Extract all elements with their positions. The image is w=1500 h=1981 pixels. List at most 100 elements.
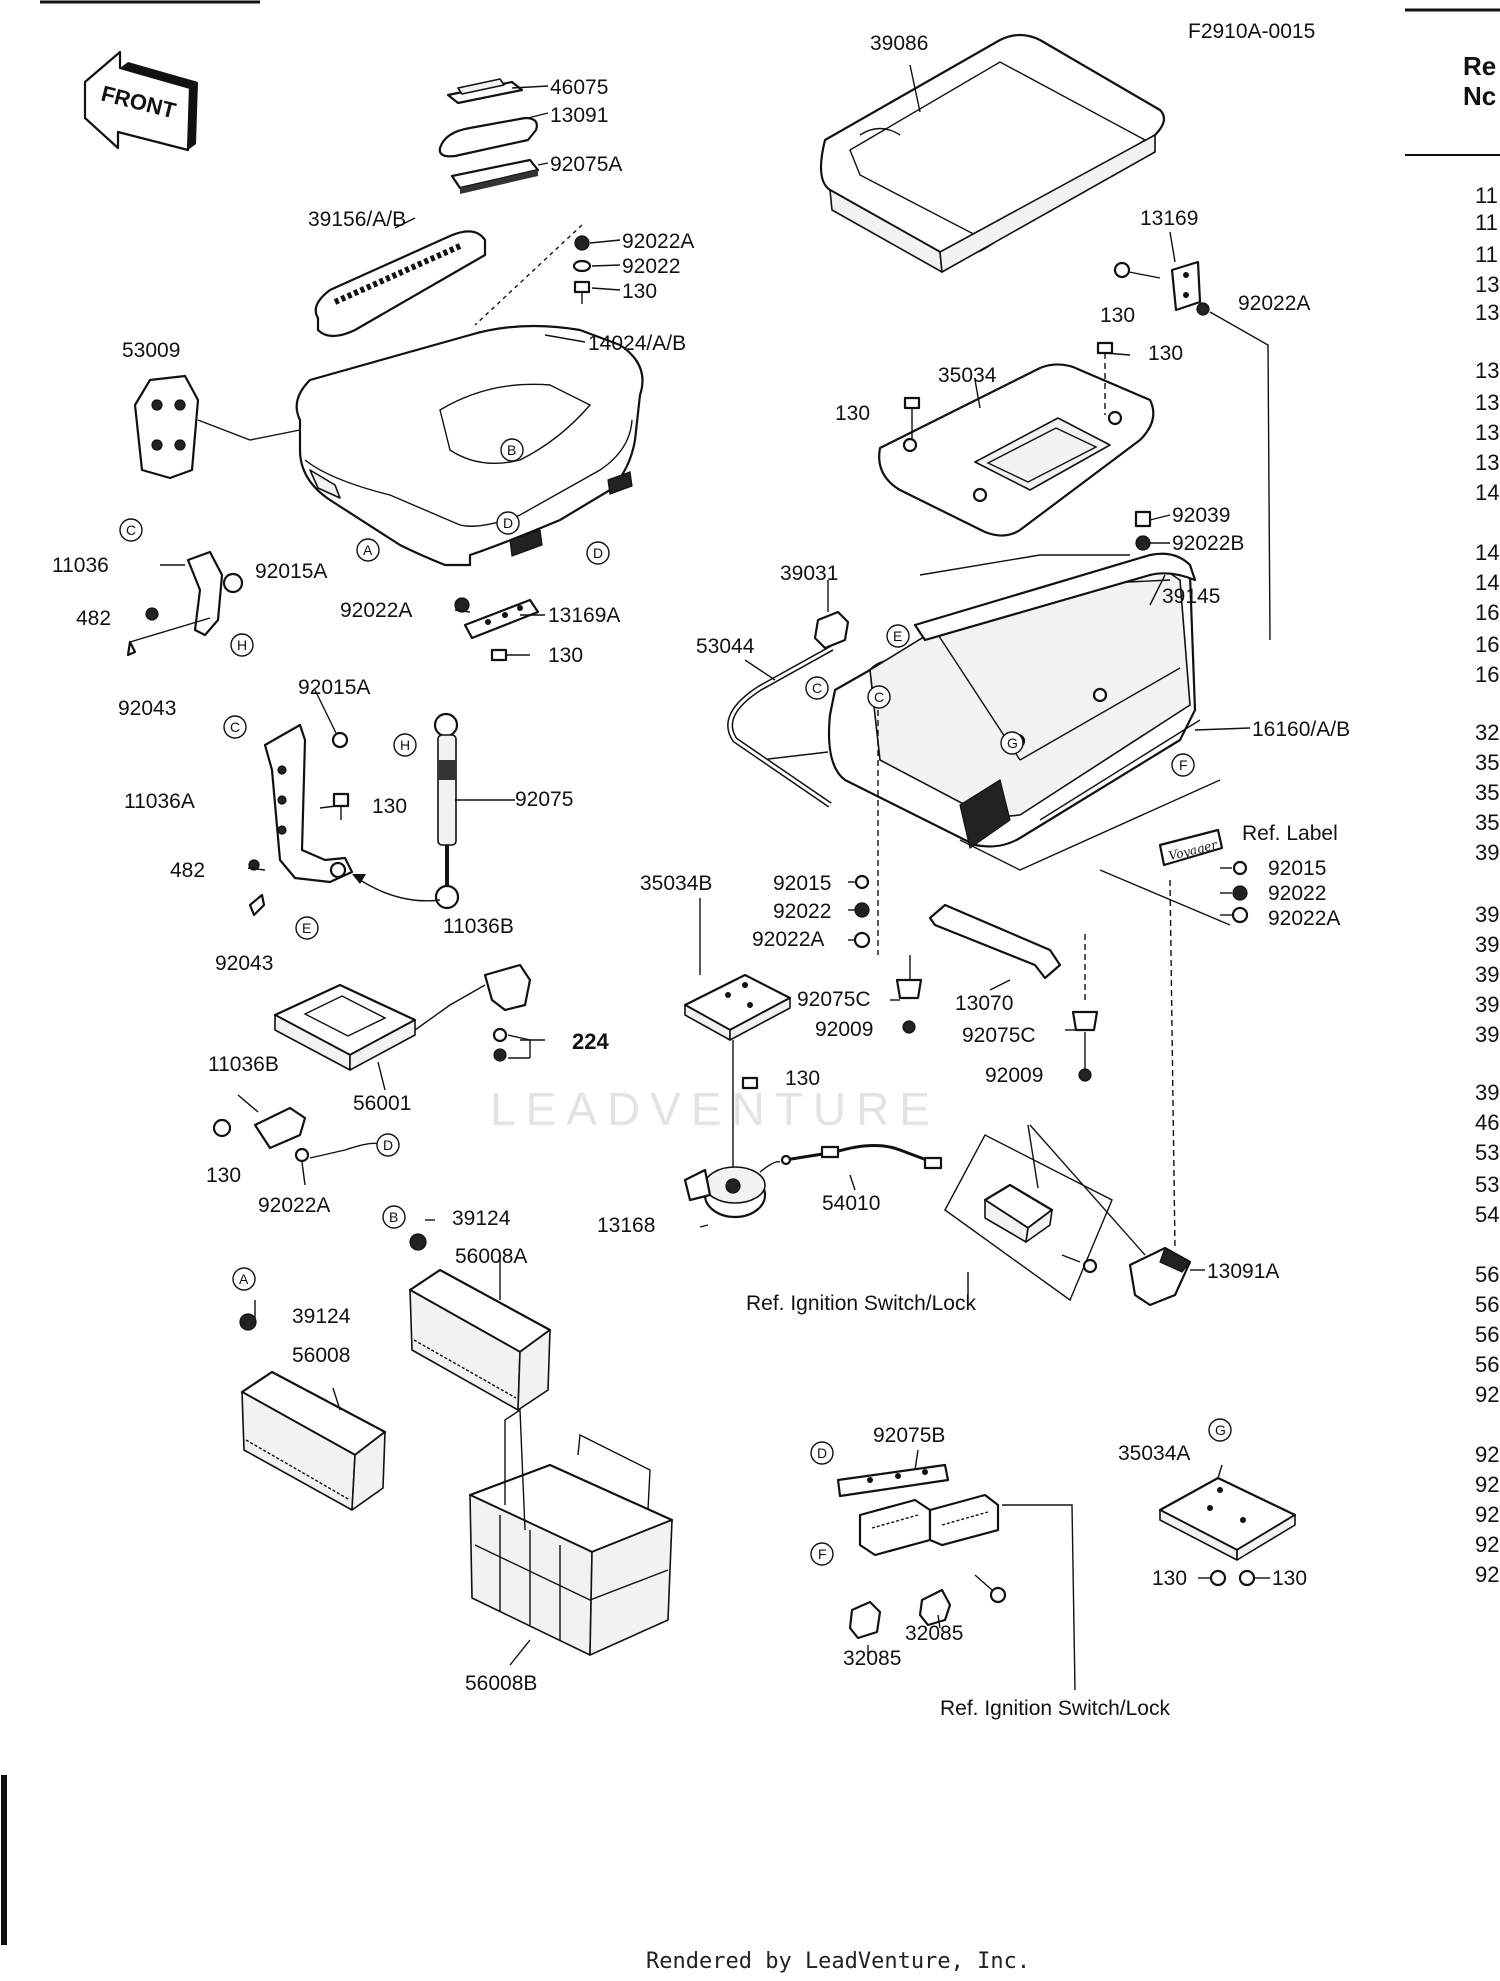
ref-row: 13 (1475, 272, 1499, 297)
svg-text:D: D (817, 1445, 827, 1461)
hardware-stack-top (572, 235, 592, 304)
callout-A-2: A (232, 1267, 256, 1291)
ref-row: 32 (1475, 720, 1499, 745)
label-16160: 16160/A/B (1252, 718, 1350, 741)
watermark: LEADVENTURE (490, 1083, 940, 1135)
label-92075C-2: 92075C (962, 1024, 1036, 1047)
part-56001-tray (273, 983, 486, 1071)
label-92022-2: 92022 (1268, 882, 1326, 905)
label-482-2: 482 (170, 859, 205, 882)
ref-row: 39 (1475, 840, 1499, 865)
svg-text:D: D (383, 1137, 393, 1153)
part-92075C-mount-2 (1071, 1010, 1099, 1082)
part-16160-box (759, 552, 1221, 871)
label-92039: 92039 (1172, 504, 1230, 527)
hardware-92039 (1040, 510, 1152, 556)
ignition-switch-panel (944, 1134, 1113, 1302)
ref-row: 16 (1475, 632, 1499, 657)
label-56008B: 56008B (465, 1672, 537, 1695)
svg-text:F: F (818, 1546, 827, 1562)
ref-row: 13 (1475, 358, 1499, 383)
label-224: 224 (572, 1029, 609, 1054)
part-11036A-bracket (248, 723, 354, 917)
part-11036B-upper (483, 963, 532, 1062)
label-54010: 54010 (822, 1192, 880, 1215)
label-39031: 39031 (780, 562, 838, 585)
callout-E-1: E (295, 916, 319, 940)
part-13169A-plate (454, 597, 540, 662)
svg-text:C: C (126, 522, 136, 538)
label-56008: 56008 (292, 1344, 350, 1367)
figure-code: F2910A-0015 (1188, 20, 1315, 43)
part-35034A-plate (1158, 1476, 1297, 1587)
ref-row: 11 (1475, 183, 1498, 208)
label-53044: 53044 (696, 635, 755, 658)
label-130-5: 130 (1100, 304, 1135, 327)
leader-lines (160, 64, 1270, 1666)
ref-row: 35 (1475, 780, 1499, 805)
ref-row: 53 (1475, 1172, 1499, 1197)
label-35034: 35034 (938, 364, 997, 387)
part-13168-latch (683, 1161, 781, 1219)
callouts: A B C D D H C H E D B A E C C G F D F G (119, 438, 1232, 1566)
label-92009-1: 92009 (815, 1018, 873, 1041)
ref-row: 11 (1475, 242, 1498, 267)
front-arrow-icon: FRONT (83, 50, 198, 152)
label-35034B: 35034B (640, 872, 712, 895)
label-32085-2: 32085 (843, 1647, 901, 1670)
label-92015-2: 92015 (773, 872, 831, 895)
part-13070-bracket (928, 903, 1062, 980)
part-lock-assembly (848, 1493, 1076, 1691)
footer-credit: Rendered by LeadVenture, Inc. (646, 1949, 1030, 1974)
label-130-6: 130 (1148, 342, 1183, 365)
label-92015-1: 92015 (1268, 857, 1326, 880)
callout-G-2: G (1208, 1418, 1232, 1442)
label-11036A: 11036A (124, 790, 195, 813)
label-14024: 14024/A/B (588, 332, 686, 355)
label-13168: 13168 (597, 1214, 655, 1237)
label-56001: 56001 (353, 1092, 411, 1115)
svg-text:C: C (230, 719, 240, 735)
hardware-center-stack (853, 874, 871, 949)
callout-C-3: C (805, 676, 829, 700)
part-39156-armrest (314, 230, 487, 338)
label-130-8: 130 (785, 1067, 820, 1090)
label-92022-1: 92022 (622, 255, 680, 278)
callout-C-4: C (867, 685, 891, 709)
ref-row: 39 (1475, 1022, 1499, 1047)
label-13169: 13169 (1140, 207, 1198, 230)
svg-text:F: F (1179, 757, 1188, 773)
label-130-10: 130 (1272, 1567, 1307, 1590)
label-92015A-1: 92015A (255, 560, 327, 583)
part-35034B-plate (683, 973, 792, 1200)
part-56008-tray (239, 1313, 387, 1511)
part-53009-bracket (133, 374, 301, 480)
svg-text:D: D (593, 545, 603, 561)
ref-row: 39 (1475, 962, 1499, 987)
ref-row: 35 (1475, 810, 1499, 835)
ref-row: 56 (1475, 1322, 1499, 1347)
label-92022A-2: 92022A (340, 599, 412, 622)
label-39145: 39145 (1162, 585, 1220, 608)
ref-header-1: Re (1463, 51, 1496, 81)
label-56008A: 56008A (455, 1245, 527, 1268)
label-13169A: 13169A (548, 604, 620, 627)
callout-E-2: E (886, 624, 910, 648)
callout-B-2: B (382, 1205, 406, 1229)
svg-text:B: B (507, 442, 516, 458)
part-14024-seat (295, 324, 644, 567)
label-92075B: 92075B (873, 1424, 945, 1447)
ref-row: 92 (1475, 1562, 1499, 1587)
label-92022A-3: 92022A (258, 1194, 330, 1217)
part-39086-tray (819, 33, 1166, 273)
ref-row: 14 (1475, 540, 1499, 565)
callout-B-1: B (500, 438, 524, 462)
ref-row: 92 (1475, 1382, 1499, 1407)
part-13091-pad (438, 116, 538, 158)
label-92022A-1: 92022A (622, 230, 694, 253)
label-92075: 92075 (515, 788, 573, 811)
svg-text:G: G (1215, 1422, 1226, 1438)
ref-row: 56 (1475, 1292, 1499, 1317)
ref-row: 16 (1475, 662, 1499, 687)
label-92022A-4: 92022A (1238, 292, 1310, 315)
